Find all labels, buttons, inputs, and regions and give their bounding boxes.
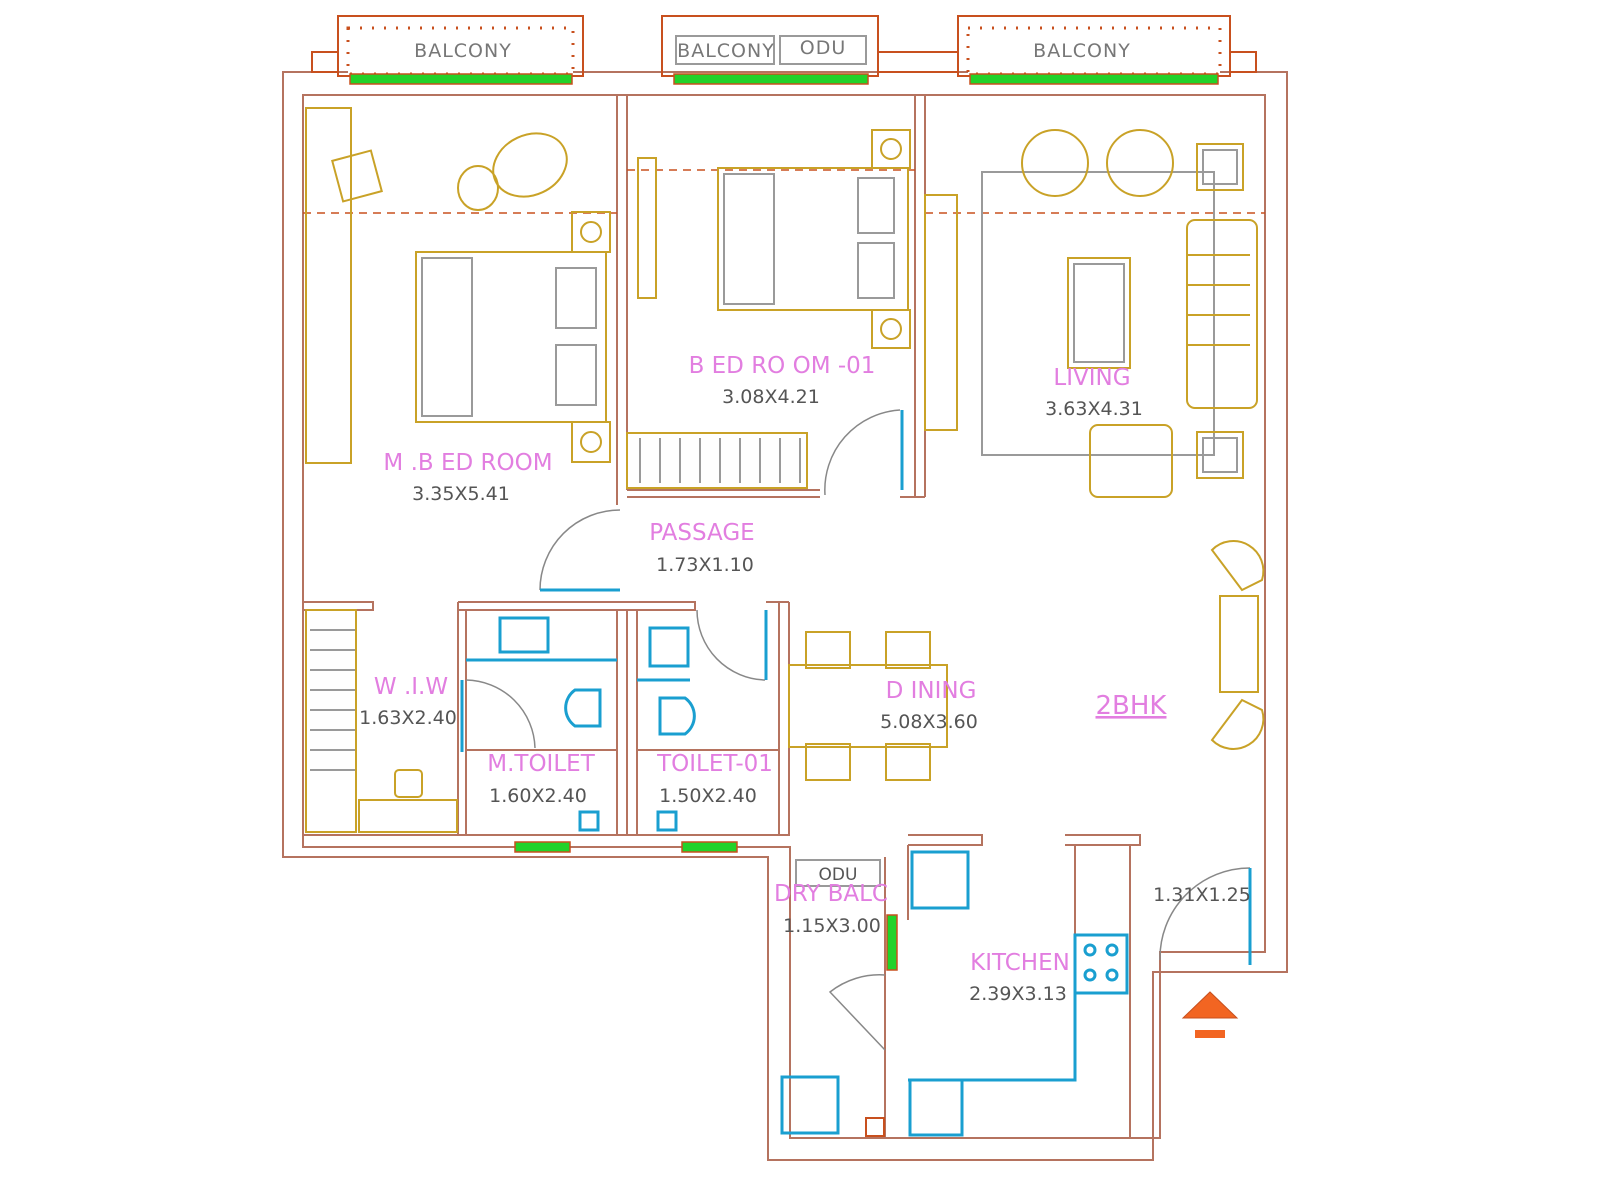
room-name-living: LIVING <box>1053 365 1130 391</box>
room-name-bedroom-01: B ED RO OM -01 <box>689 353 876 379</box>
balcony-label: BALCONY <box>1033 40 1131 62</box>
room-name-toilet-01: TOILET-01 <box>656 751 773 777</box>
balcony-label: BALCONY <box>677 40 775 62</box>
balcony-left: BALCONY <box>311 15 584 85</box>
dining-table <box>788 631 948 781</box>
window <box>681 841 738 853</box>
master-bed <box>331 132 611 463</box>
outer-walls <box>282 71 1288 1161</box>
room-size-wiw: 1.63X2.40 <box>359 707 457 729</box>
balcony-label: BALCONY <box>414 40 512 62</box>
room-size-master-bedroom: 3.35X5.41 <box>412 483 510 505</box>
odu-label: ODU <box>819 865 858 885</box>
room-name-kitchen: KITCHEN <box>970 950 1070 976</box>
room-name-passage: PASSAGE <box>649 520 754 546</box>
room-size-living: 3.63X4.31 <box>1045 398 1143 420</box>
room-name-master-bedroom: M .B ED ROOM <box>383 450 552 476</box>
room-size-m-toilet: 1.60X2.40 <box>489 785 587 807</box>
room-size-dry-balcony: 1.15X3.00 <box>783 915 881 937</box>
bedroom-01-bed <box>717 129 911 349</box>
window <box>886 914 898 971</box>
beam-line <box>303 169 1265 214</box>
room-name-dry-balcony: DRY BALC <box>774 881 888 907</box>
room-name-dining: D INING <box>886 678 977 704</box>
odu-label: ODU <box>800 37 847 59</box>
balcony-right: BALCONY <box>957 15 1257 85</box>
room-size-foyer: 1.31X1.25 <box>1153 884 1251 906</box>
doors <box>460 409 1252 1051</box>
wardrobe <box>305 107 958 833</box>
sanitary-fixtures <box>466 616 1129 1137</box>
balcony-middle: BALCONY ODU <box>661 15 959 85</box>
room-name-m-toilet: M.TOILET <box>487 751 595 777</box>
odu-box <box>795 859 881 887</box>
room-size-passage: 1.73X1.10 <box>656 554 754 576</box>
room-size-kitchen: 2.39X3.13 <box>969 983 1067 1005</box>
living-furniture <box>981 129 1265 750</box>
room-size-bedroom-01: 3.08X4.21 <box>722 386 820 408</box>
room-size-toilet-01: 1.50X2.40 <box>659 785 757 807</box>
room-size-dining: 5.08X3.60 <box>880 711 978 733</box>
interior-walls <box>303 95 1141 1138</box>
plan-title: 2BHK <box>1096 691 1168 721</box>
window <box>514 841 571 853</box>
room-name-wiw: W .I.W <box>374 674 448 700</box>
entry-arrow-icon <box>1181 991 1239 1038</box>
